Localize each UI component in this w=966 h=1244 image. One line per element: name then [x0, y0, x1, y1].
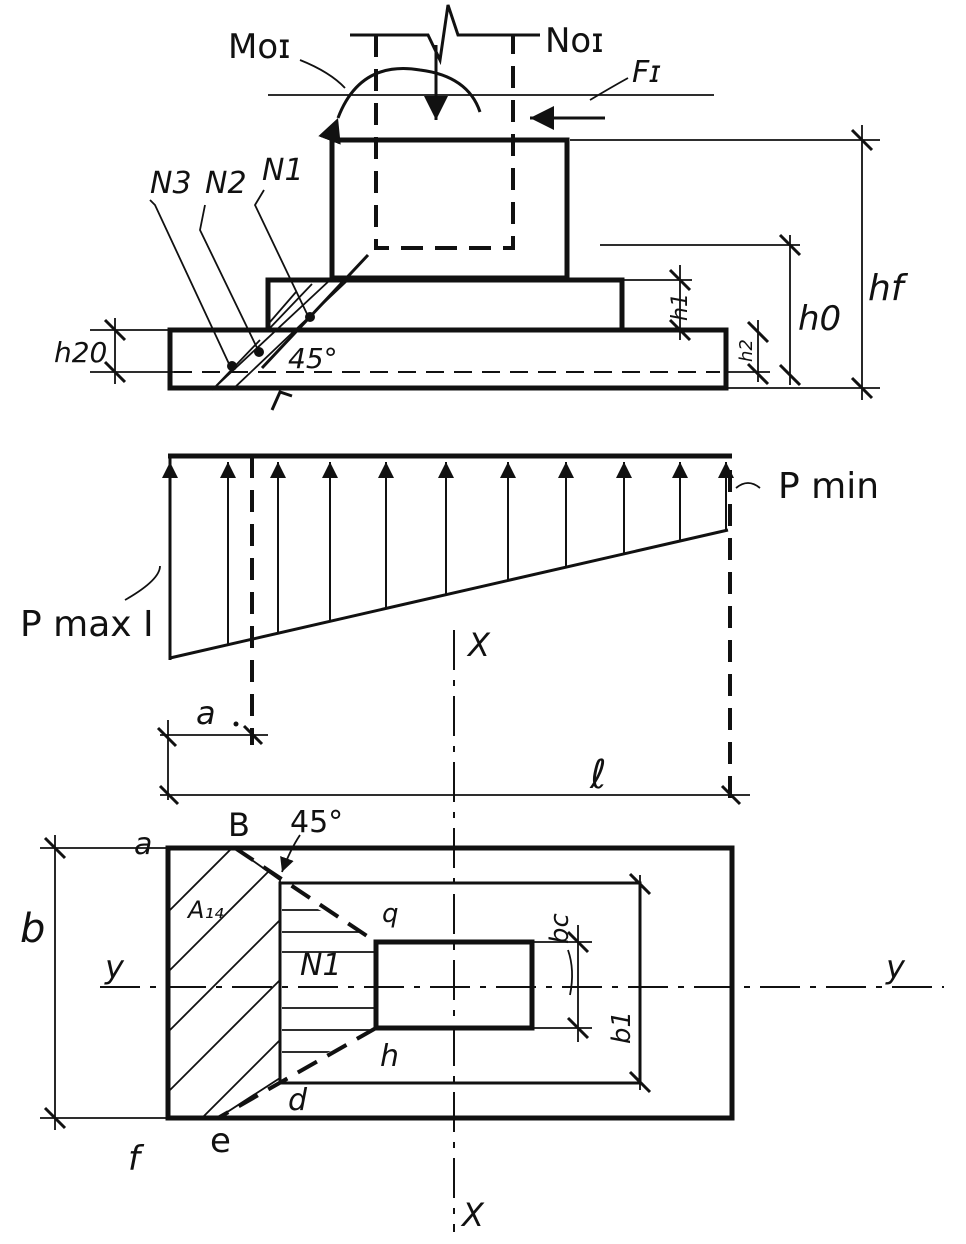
- bottom-tick: [270, 390, 293, 411]
- h-step2-label: h2: [736, 339, 757, 362]
- dim-bc-label: bc: [545, 913, 575, 944]
- punching-line-6: [215, 339, 261, 387]
- moment-label: Mօɪ: [228, 27, 291, 67]
- dimension-a: a: [156, 694, 268, 800]
- n3-label: N3: [150, 166, 192, 201]
- point-h-label: h: [380, 1039, 399, 1074]
- p-min-label: P min: [778, 466, 879, 507]
- column-break-line: [350, 4, 540, 66]
- punching-line-5: [269, 291, 297, 323]
- moment-arc: [318, 67, 482, 145]
- point-e-label: e: [210, 1121, 231, 1161]
- moment-leader: [299, 59, 346, 89]
- p-max-leader: [124, 565, 161, 601]
- h-step1-label: h1: [668, 293, 693, 321]
- p-min-leader: [735, 482, 761, 489]
- h-foundation-label: hf: [868, 268, 909, 309]
- axis-y-left-label: y: [104, 948, 125, 986]
- n2-label: N2: [205, 166, 247, 201]
- point-q-label: q: [382, 899, 399, 929]
- plan-base-outline: [165, 845, 735, 1121]
- h20-tick-top: [103, 318, 127, 342]
- h2-tick-bottom: [746, 362, 770, 386]
- point-d-label: d: [288, 1083, 308, 1118]
- axial-force-label: Nօɪ: [545, 21, 604, 61]
- h0-tick-top: [778, 233, 802, 257]
- punching-boundary-top: [233, 846, 378, 944]
- n2-leader: [199, 204, 260, 353]
- punching-boundary-bottom: [217, 1026, 377, 1120]
- n3-leader: [149, 199, 231, 367]
- pressure-sloped-line: [169, 528, 729, 660]
- slab-base: [167, 327, 729, 391]
- h2-tick-top: [746, 320, 770, 344]
- h-20-label: h20: [54, 336, 107, 369]
- angle-plan-label: 45°: [290, 805, 343, 840]
- dim-l-label: ℓ: [589, 752, 607, 798]
- dim-a-label: a: [196, 694, 216, 732]
- horizontal-force-label: Fɪ: [632, 55, 661, 90]
- angle-section-label: 45°: [288, 342, 338, 375]
- hatched-region-edge: [217, 847, 281, 1119]
- punching-line-2: [231, 279, 349, 391]
- punching-line-4: [267, 283, 313, 331]
- hatched-area: [170, 848, 280, 1118]
- h20-tick-bottom: [103, 360, 127, 384]
- axis-y-right-label: y: [885, 948, 906, 986]
- point-b-label: B: [228, 806, 250, 844]
- dim-b-label: b: [20, 906, 45, 952]
- soil-pressure-diagram: P min P max I X: [20, 453, 879, 664]
- dimension-l: ℓ: [158, 752, 750, 806]
- h1-tick-bottom: [668, 318, 692, 342]
- foundation-elevation: Mօɪ Nօɪ Fɪ N3 N2 N1 45° hf h0: [54, 4, 909, 411]
- pressure-arrows: [162, 462, 734, 656]
- angle-plan-leader: [280, 834, 301, 873]
- h0-tick-bottom: [778, 363, 802, 387]
- h-zero-label: h0: [798, 299, 841, 339]
- dim-b1-label: b1: [607, 1011, 637, 1044]
- plan-column-outline: [373, 939, 535, 1031]
- horizontal-force-leader: [589, 77, 629, 101]
- dim-bc-leader: [567, 949, 573, 996]
- n1-leader: [253, 189, 309, 317]
- axis-x-top-label: X: [466, 626, 491, 664]
- axis-x-bottom-label: X: [460, 1196, 485, 1234]
- h1-tick-top: [668, 268, 692, 292]
- area-label: A₁₄: [186, 896, 224, 924]
- point-f-label: f: [128, 1139, 145, 1179]
- plan-n1-label: N1: [300, 948, 342, 983]
- foundation-plan: y y b bc b1 a B 45° A₁₄ q N1 h d f e X: [20, 805, 944, 1234]
- point-a-label: a: [134, 827, 152, 862]
- punching-line-3: [211, 279, 331, 391]
- p-max-label: P max I: [20, 604, 154, 645]
- hf-tick-bottom: [850, 376, 874, 400]
- n1-label: N1: [262, 153, 304, 188]
- hf-tick-top: [850, 128, 874, 152]
